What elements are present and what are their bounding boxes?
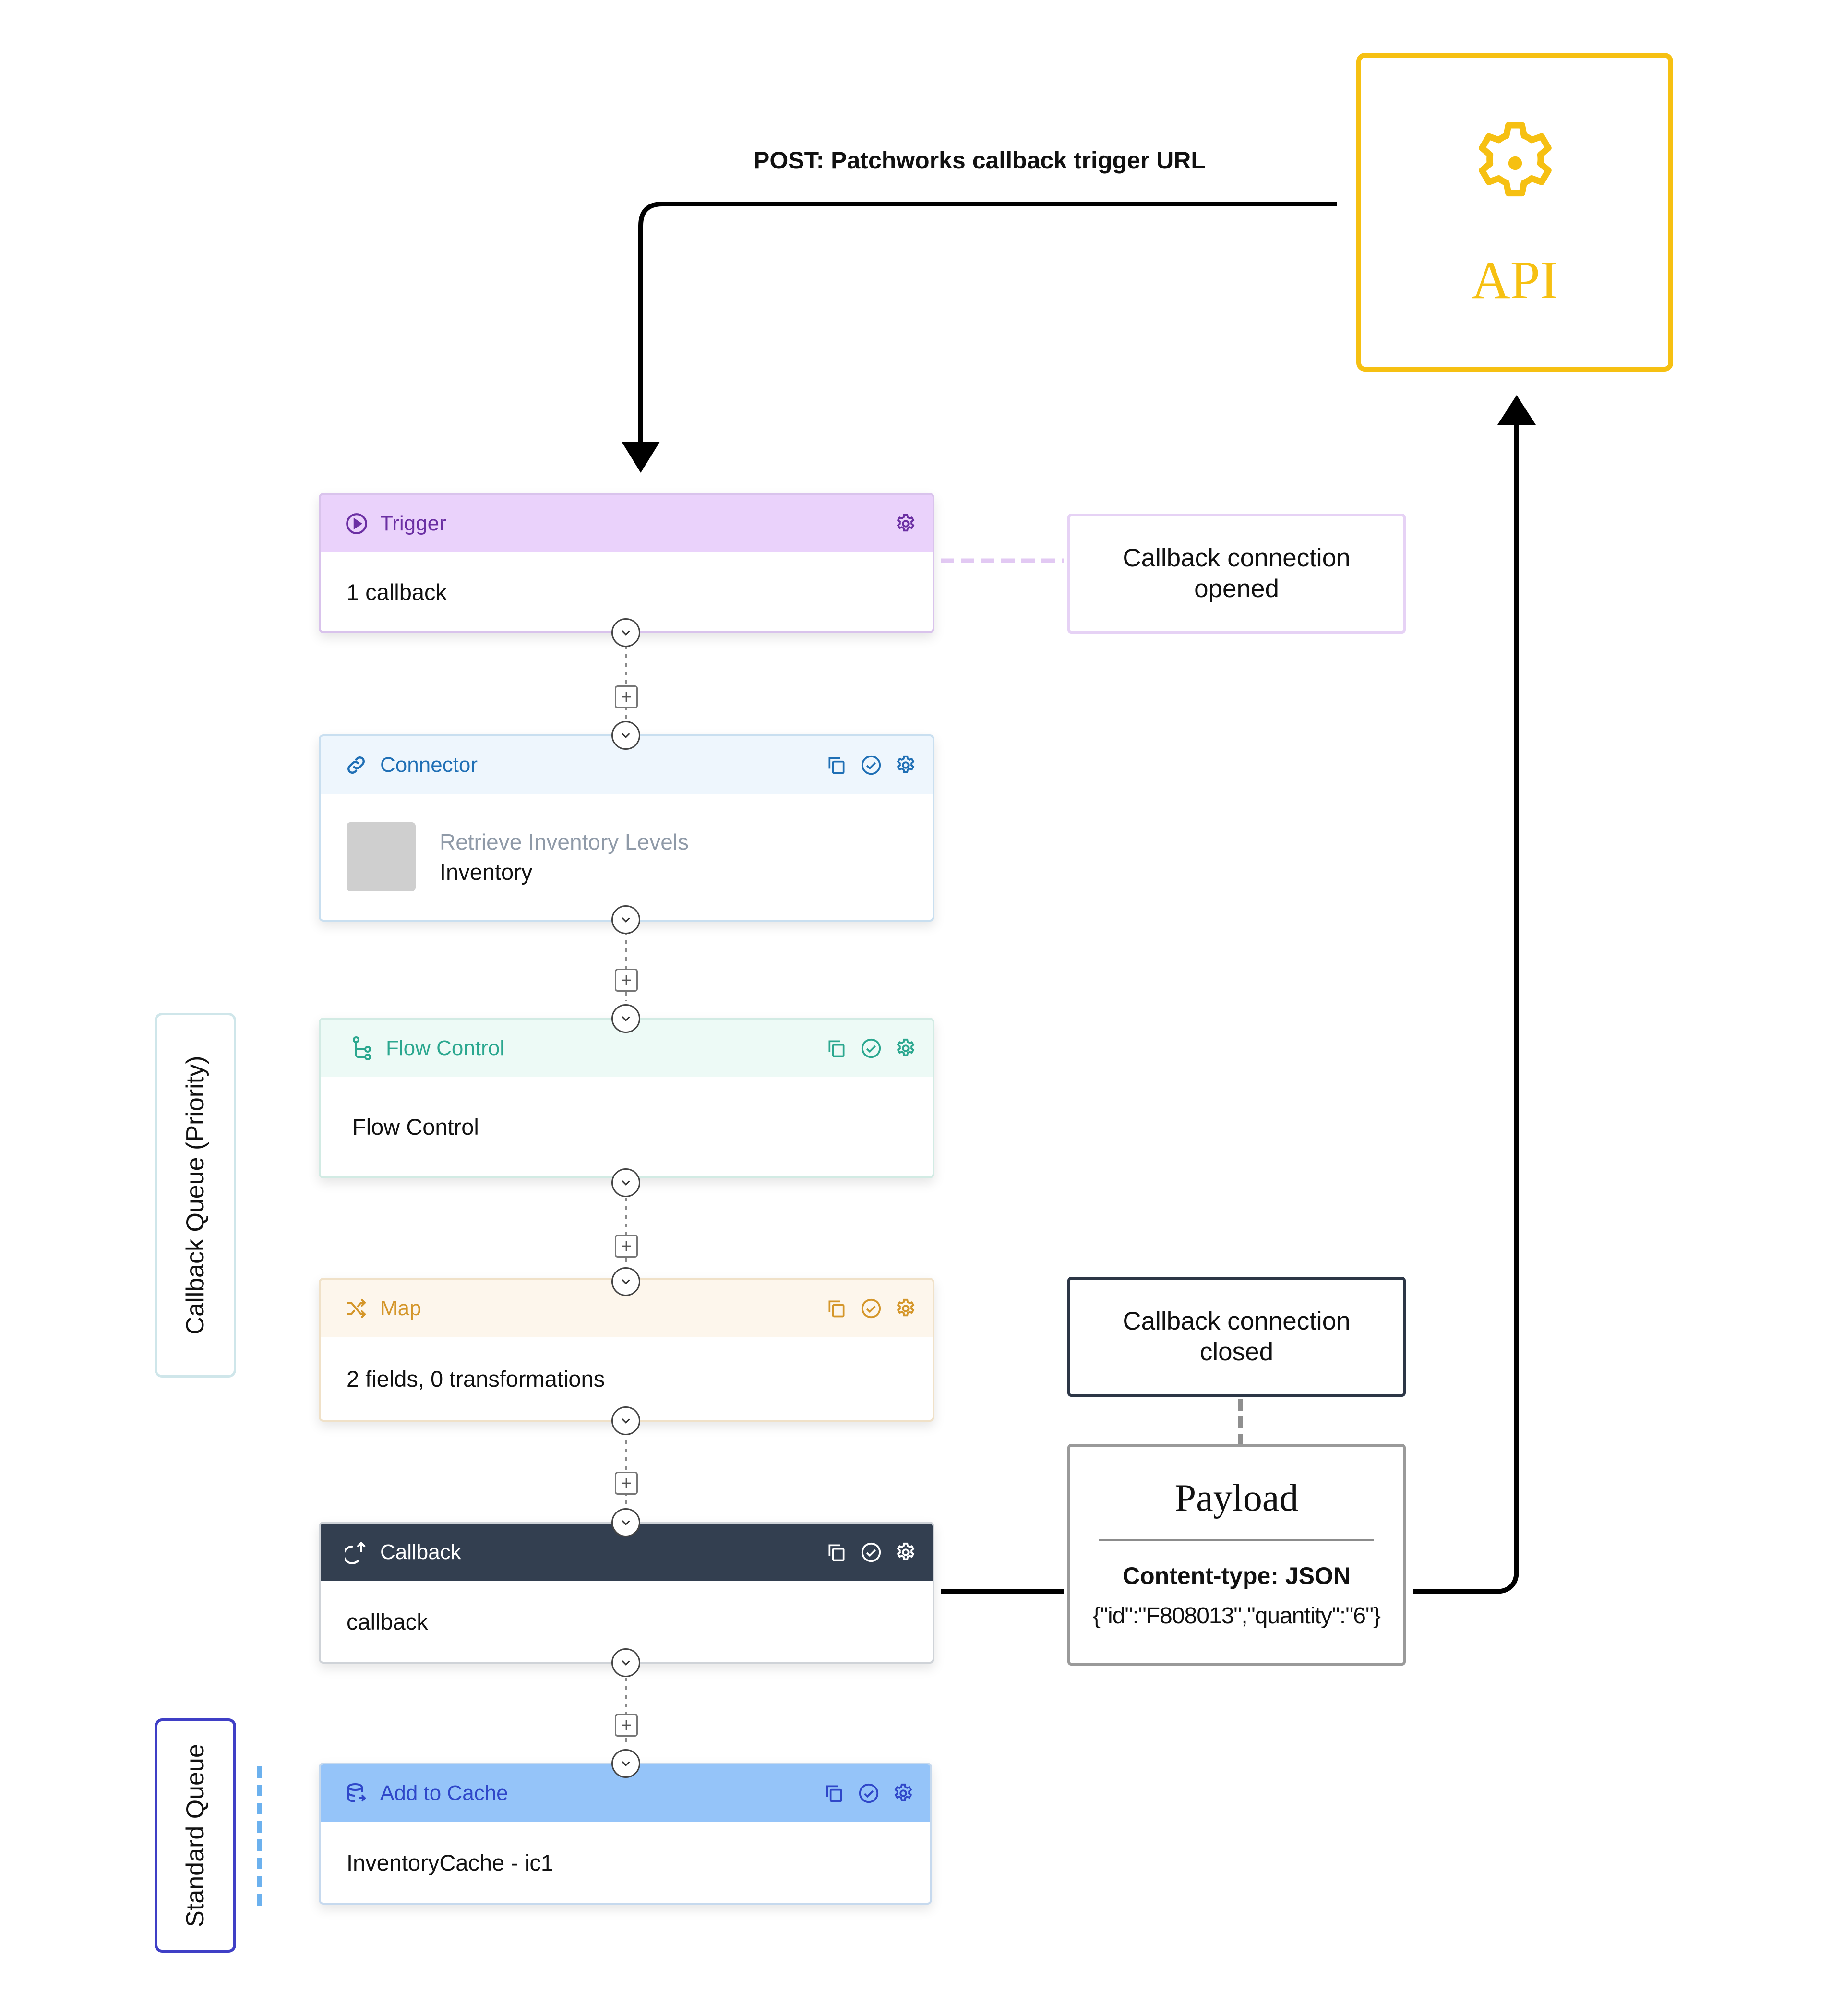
check-circle-icon[interactable] [859,1296,884,1321]
standard-queue-label: Standard Queue [155,1718,236,1953]
link-icon [345,752,371,778]
check-circle-icon[interactable] [859,1540,884,1565]
step-title: Callback [380,1540,461,1564]
payload-json: {"id":"F808013","quantity":"6"} [1092,1603,1381,1629]
api-box: API [1356,53,1673,372]
step-title: Flow Control [386,1036,504,1060]
step-title: Map [380,1296,421,1320]
collapse-toggle[interactable] [611,721,640,750]
copy-icon[interactable] [824,753,849,778]
step-body: 2 fields, 0 transformations [347,1366,605,1392]
database-icon [345,1780,371,1806]
chevron-down-icon [622,733,630,738]
priority-queue-label: Callback Queue (Priority) [155,1013,236,1378]
priority-queue-text: Callback Queue (Priority) [181,1056,209,1335]
chevron-down-icon [622,1279,630,1284]
chevron-down-icon [622,917,630,923]
chevron-down-icon [622,1016,630,1021]
plus-icon [622,975,631,985]
payload-divider [1099,1539,1374,1541]
step-body: Flow Control [352,1114,479,1140]
chevron-down-icon [622,1660,630,1666]
add-step-button[interactable] [615,1472,638,1495]
gear-icon[interactable] [893,511,918,536]
plus-icon [622,1720,631,1730]
connector-logo-placeholder [347,822,416,891]
check-circle-icon[interactable] [859,753,884,778]
step-title: Trigger [380,512,446,535]
note-opened-line1: Callback connection [1123,544,1351,572]
note-connection-closed: Callback connection closed [1067,1277,1406,1397]
payload-content-type: Content-type: JSON [1123,1562,1351,1589]
add-step-button[interactable] [615,1235,638,1258]
step-title: Add to Cache [380,1781,508,1805]
collapse-toggle[interactable] [611,618,640,647]
collapse-toggle[interactable] [611,1648,640,1677]
plus-icon [622,1478,631,1488]
step-body: InventoryCache - ic1 [347,1849,554,1875]
collapse-toggle[interactable] [611,1406,640,1435]
collapse-toggle[interactable] [611,905,640,934]
gear-icon[interactable] [891,1781,916,1806]
add-step-button[interactable] [615,969,638,992]
check-circle-icon[interactable] [859,1036,884,1061]
note-closed-line2: closed [1199,1338,1274,1366]
plus-icon [622,1241,631,1251]
payload-box: Payload Content-type: JSON {"id":"F80801… [1067,1444,1406,1666]
add-step-button[interactable] [615,1714,638,1737]
step-body: callback [347,1608,428,1634]
play-circle-icon [345,511,371,537]
collapse-toggle[interactable] [611,1004,640,1033]
plus-icon [622,692,631,702]
copy-icon[interactable] [824,1540,849,1565]
chevron-down-icon [622,1180,630,1186]
gear-icon[interactable] [893,1296,918,1321]
step-trigger[interactable]: Trigger 1 callback [319,493,934,633]
step-connector[interactable]: Connector Retrieve Inventory Levels Inve… [319,734,934,922]
gear-icon[interactable] [893,1036,918,1061]
step-callback[interactable]: Callback callback [319,1522,934,1664]
check-circle-icon[interactable] [856,1781,881,1806]
gear-icon[interactable] [893,753,918,778]
shuffle-icon [345,1296,371,1321]
step-add-to-cache[interactable]: Add to Cache InventoryCache - ic1 [319,1763,932,1905]
collapse-toggle[interactable] [611,1267,640,1296]
chevron-down-icon [622,1520,630,1525]
collapse-toggle[interactable] [611,1749,640,1778]
gear-icon [1467,115,1563,211]
chevron-down-icon [622,1418,630,1424]
post-url-label: POST: Patchworks callback trigger URL [754,147,1206,174]
note-connection-opened: Callback connection opened [1067,514,1406,634]
chevron-down-icon [622,1761,630,1766]
copy-icon[interactable] [824,1296,849,1321]
collapse-toggle[interactable] [611,1508,640,1537]
step-flow-control[interactable]: Flow Control Flow Control [319,1018,934,1178]
copy-icon[interactable] [822,1781,847,1806]
step-body: 1 callback [347,579,447,605]
callback-arrow-icon [345,1539,371,1565]
payload-title: Payload [1174,1477,1299,1519]
connector-endpoint: Retrieve Inventory Levels [440,829,689,854]
connector-name: Inventory [440,859,533,885]
gear-icon[interactable] [893,1540,918,1565]
step-title: Connector [380,753,478,777]
branch-icon [350,1035,376,1061]
chevron-down-icon [622,630,630,636]
standard-queue-text: Standard Queue [181,1744,209,1927]
note-opened-line2: opened [1194,575,1279,603]
copy-icon[interactable] [824,1036,849,1061]
api-label: API [1471,251,1558,310]
note-closed-line1: Callback connection [1123,1307,1351,1335]
collapse-toggle[interactable] [611,1168,640,1197]
add-step-button[interactable] [615,685,638,708]
step-map[interactable]: Map 2 fields, 0 transformations [319,1278,934,1422]
